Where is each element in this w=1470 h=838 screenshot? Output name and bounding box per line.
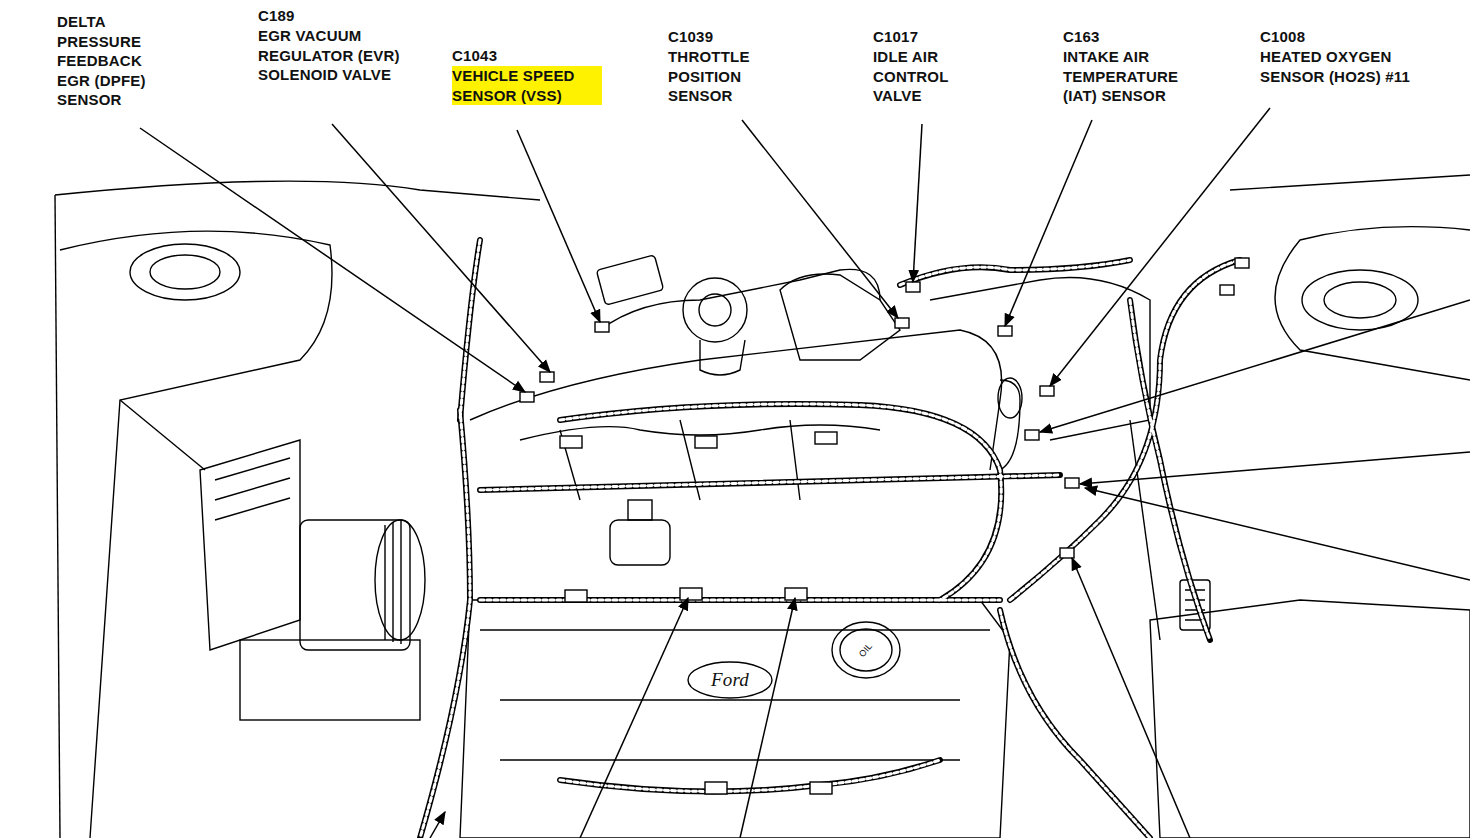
wiring-harness xyxy=(420,240,1240,838)
connectors xyxy=(520,258,1249,794)
part-name: THROTTLE POSITION SENSOR xyxy=(668,47,778,106)
part-name: EGR VACUUM REGULATOR (EVR) SOLENOID VALV… xyxy=(258,26,413,85)
body-outline xyxy=(55,175,1470,838)
part-name: HEATED OXYGEN SENSOR (HO2S) #11 xyxy=(1260,47,1430,86)
connector-number: C189 xyxy=(258,6,318,26)
connector-number: C1008 xyxy=(1260,27,1330,47)
connector-number: C1039 xyxy=(668,27,738,47)
cap-text: OIL xyxy=(857,641,874,659)
connector-number: C1043 xyxy=(452,46,522,66)
logo-text: Ford xyxy=(711,669,749,691)
part-name: VEHICLE SPEED SENSOR (VSS) xyxy=(452,66,602,105)
part-name: IDLE AIR CONTROL VALVE xyxy=(873,47,973,106)
leader-lines xyxy=(140,108,1470,838)
connector-number: C163 xyxy=(1063,27,1133,47)
harness-wrap xyxy=(420,240,1240,838)
part-name: INTAKE AIR TEMPERATURE (IAT) SENSOR xyxy=(1063,47,1213,106)
connector-number: C1017 xyxy=(873,27,943,47)
part-name: DELTA PRESSURE FEEDBACK EGR (DPFE) SENSO… xyxy=(57,12,167,110)
